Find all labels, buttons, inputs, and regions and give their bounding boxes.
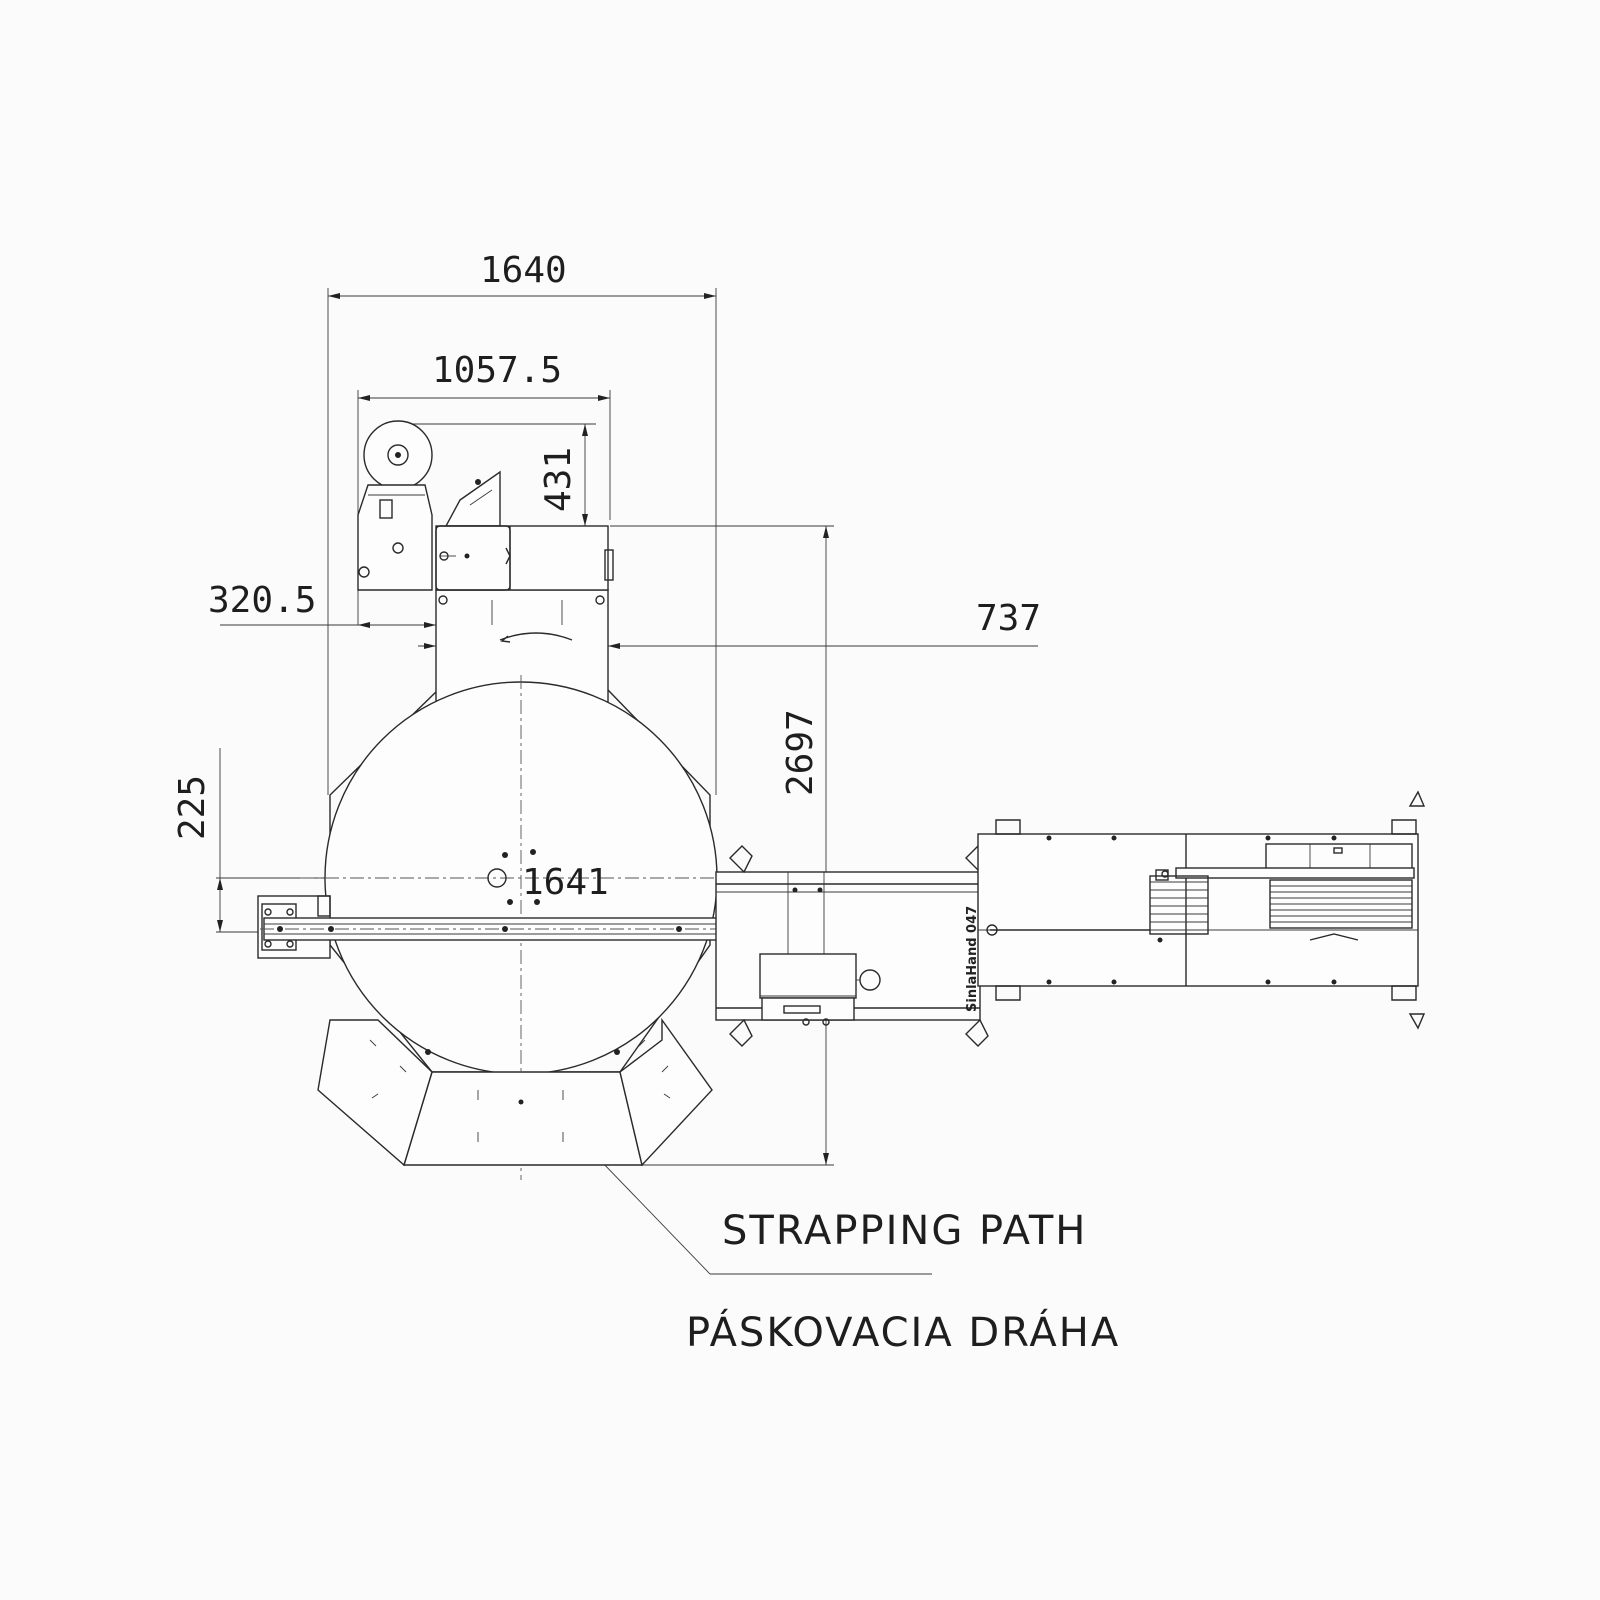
dim-overall-length: 2697 — [780, 709, 821, 796]
strapping-head — [357, 420, 614, 591]
bottom-fenders — [317, 1017, 713, 1167]
strapping-machine-right — [977, 790, 1426, 1030]
conveyor: SinlaHand 047 — [715, 845, 989, 1047]
callout-labels: STRAPPING PATH PÁSKOVACIA DRÁHA — [686, 1208, 1120, 1356]
dim-right-offset: 737 — [976, 598, 1041, 639]
dim-overall-width: 1640 — [480, 250, 567, 291]
strapping-path-label-sk: PÁSKOVACIA DRÁHA — [686, 1308, 1120, 1356]
dim-table-diameter: 1641 — [522, 862, 609, 903]
dim-head-width: 1057.5 — [432, 350, 562, 391]
dimension-labels: 1640 1057.5 431 320.5 737 2697 225 1641 — [172, 250, 1041, 903]
strap-arm — [257, 895, 760, 959]
dim-left-offset: 320.5 — [208, 580, 316, 621]
strapping-path-label-en: STRAPPING PATH — [722, 1208, 1087, 1254]
dim-side-offset: 225 — [172, 775, 213, 840]
conveyor-brand-label: SinlaHand 047 — [965, 906, 980, 1012]
dim-head-depth: 431 — [538, 447, 579, 512]
